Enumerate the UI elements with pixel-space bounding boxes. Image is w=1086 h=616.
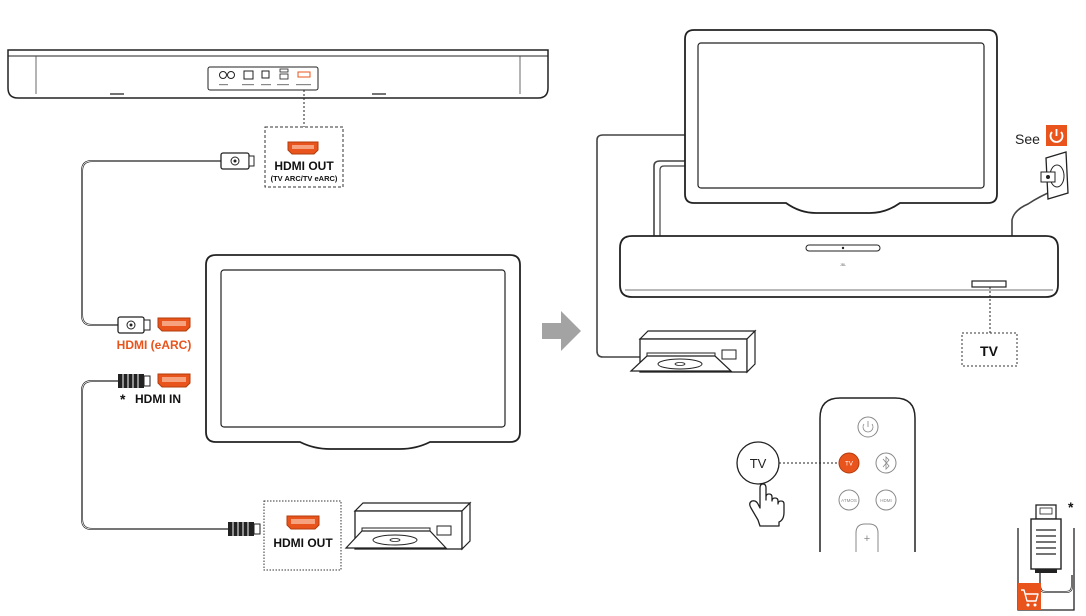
tv-right	[684, 29, 998, 214]
plug-asterisk-mark: *	[1068, 499, 1074, 515]
svg-text:+: +	[864, 533, 870, 545]
shopping-cart-icon	[1018, 583, 1041, 610]
disc-player-icon	[344, 501, 472, 551]
see-label: See	[1015, 131, 1040, 147]
bluetooth-icon	[882, 456, 890, 470]
hdmi-port-icon	[287, 141, 319, 155]
remote-power-button[interactable]	[857, 416, 879, 438]
tv-indicator-label: TV	[980, 343, 999, 359]
soundbar-hdmi-out-callout: HDMI OUT (TV ARC/TV eARC)	[264, 126, 344, 188]
hdmi-connector-earc	[117, 316, 151, 334]
hdmi-cable-source	[81, 374, 261, 536]
tv-hdmi-in-label: HDMI IN	[135, 392, 181, 406]
tv-left	[205, 254, 521, 450]
hdmi-plug-purchase: *	[1017, 499, 1075, 611]
power-icon	[1046, 125, 1067, 146]
hdmi-connector-top	[220, 152, 255, 170]
soundbar-rear	[7, 49, 549, 127]
power-port-icon	[219, 71, 235, 79]
remote-tv-callout: TV	[736, 441, 838, 485]
remote-tv-button-label: TV	[845, 462, 853, 468]
soundbar-hdmi-out-sublabel: (TV ARC/TV eARC)	[271, 174, 338, 183]
hdmi-cable-earc	[81, 152, 255, 334]
remote-atmos-button[interactable]: ATMOS	[838, 489, 860, 511]
power-cord	[1011, 189, 1056, 246]
asterisk-mark: *	[120, 391, 126, 407]
hand-pointer-icon	[749, 483, 785, 527]
tv-hdmi-earc-port	[157, 317, 191, 332]
remote-hdmi-button-label: HDMI	[880, 498, 892, 503]
source-hdmi-out-callout: HDMI OUT	[263, 500, 342, 571]
next-step-arrow	[542, 311, 581, 351]
tv-indicator-callout: TV	[961, 332, 1018, 367]
soundbar-cable-right-2	[659, 165, 692, 236]
optical-port-icon	[261, 70, 270, 79]
remote-volume-button[interactable]: +	[855, 523, 879, 552]
soundbar-logo: JBL	[840, 263, 846, 267]
disc-player-right-icon	[629, 329, 757, 374]
soundbar-display	[971, 280, 1007, 288]
hdmi-connector-in	[118, 374, 151, 388]
source-hdmi-out-label: HDMI OUT	[273, 536, 333, 550]
soundbar-cable-right	[653, 160, 692, 236]
source-cable-right	[596, 134, 690, 358]
remote-control: TV ATMOS HDMI +	[819, 397, 916, 552]
soundbar-front: JBL	[619, 235, 1059, 333]
usb-port-icon	[279, 68, 289, 73]
hdmi-out-port-icon	[297, 71, 311, 78]
ethernet-port-icon	[243, 70, 254, 80]
remote-tv-callout-label: TV	[750, 456, 767, 471]
tv-hdmi-earc-label: HDMI (eARC)	[117, 338, 192, 352]
soundbar-hdmi-out-label: HDMI OUT	[274, 159, 334, 173]
remote-bluetooth-button[interactable]	[875, 452, 897, 474]
remote-hdmi-button[interactable]: HDMI	[875, 489, 897, 511]
hdmi-connector-source	[228, 522, 261, 536]
tv-hdmi-in-port	[157, 373, 191, 388]
remote-atmos-button-label: ATMOS	[841, 498, 857, 503]
remote-tv-button[interactable]: TV	[838, 452, 860, 474]
wall-outlet	[1040, 151, 1069, 200]
